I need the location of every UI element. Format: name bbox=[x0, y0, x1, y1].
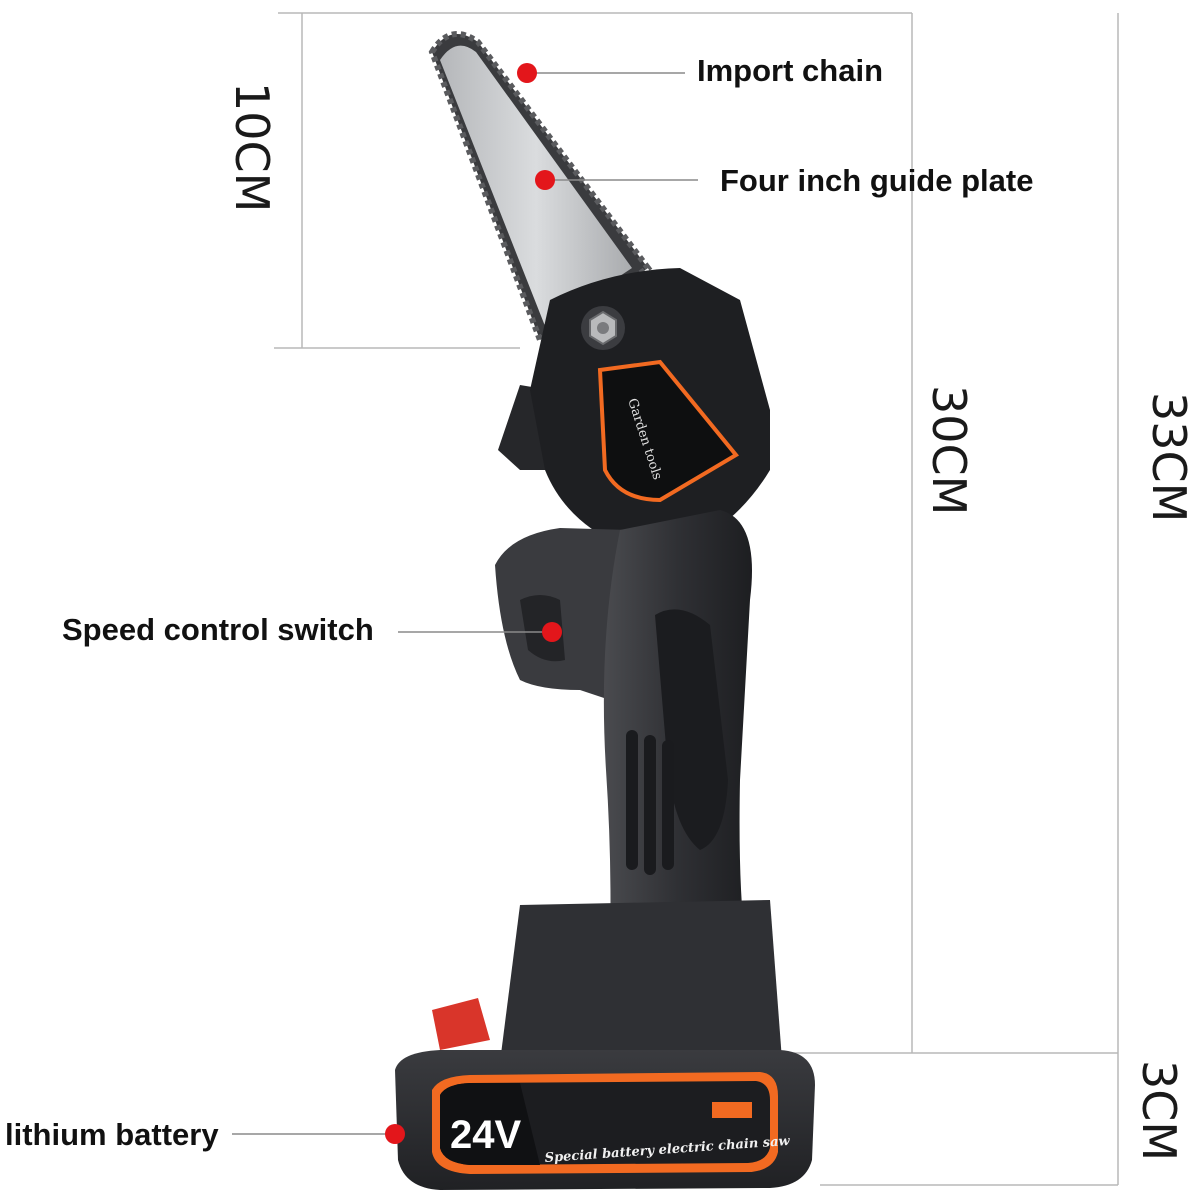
chain-marker-icon bbox=[517, 63, 537, 83]
callout-markers bbox=[385, 63, 562, 1144]
speed-switch-marker-icon bbox=[542, 622, 562, 642]
bolt-icon bbox=[581, 306, 625, 350]
guide-plate-marker-icon bbox=[535, 170, 555, 190]
battery-pack: 24V Special battery electric chain saw bbox=[395, 900, 815, 1190]
callout-guide-plate: Four inch guide plate bbox=[720, 163, 1033, 198]
dimension-tool-height: 30CM bbox=[922, 385, 976, 515]
dimension-bar-length: 10CM bbox=[225, 82, 279, 212]
callout-speed-switch: Speed control switch bbox=[62, 612, 374, 647]
battery-marker-icon bbox=[385, 1124, 405, 1144]
dimension-lines bbox=[274, 12, 1119, 1186]
trigger-guard bbox=[495, 528, 630, 700]
motor-housing: Garden tools bbox=[498, 268, 770, 545]
battery-voltage: 24V bbox=[450, 1113, 521, 1157]
handle bbox=[603, 510, 752, 945]
dimension-battery-height: 3CM bbox=[1132, 1060, 1186, 1161]
callout-chain: Import chain bbox=[697, 53, 883, 88]
dimension-total-height: 33CM bbox=[1142, 392, 1196, 522]
callout-lines bbox=[232, 72, 698, 1135]
callout-battery: lithium battery bbox=[5, 1117, 219, 1152]
